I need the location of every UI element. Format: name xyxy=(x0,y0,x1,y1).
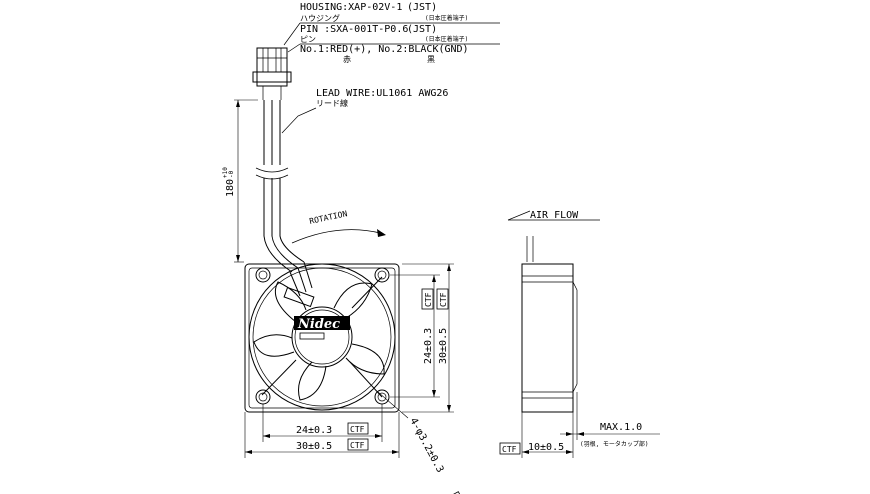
housing-label-jp: ハウジング xyxy=(300,13,340,23)
ctf-mark: CTF xyxy=(350,425,365,434)
lead-wire xyxy=(255,100,305,273)
lead-length-dimension xyxy=(234,99,258,263)
pin-spec: PIN :SXA-001T-P0.6 xyxy=(300,24,408,35)
blade-cup-note-jp: (羽根, モータカップ部) xyxy=(580,440,648,448)
red-label-jp: 赤 xyxy=(343,55,351,64)
lead-length-tol-plus: +10 xyxy=(222,167,229,178)
rotation-arrow xyxy=(291,229,385,244)
mounting-hole xyxy=(374,267,390,283)
mounting-holes-spec: 4-φ3.2±0.3 xyxy=(407,416,445,474)
pin-maker-jp: (日本圧着端子) xyxy=(425,35,468,43)
lead-length-value: 180 xyxy=(225,179,236,197)
housing-maker-jp: (日本圧着端子) xyxy=(425,14,468,22)
wire-color-spec: No.1:RED(+), No.2:BLACK(GND) xyxy=(300,44,469,55)
housing-maker: (JST) xyxy=(407,2,437,13)
vertical-dimensions xyxy=(390,263,454,413)
connector-housing xyxy=(252,47,292,100)
ctf-mark: CTF xyxy=(350,441,365,450)
brand-logo-bg xyxy=(294,316,350,330)
pin-maker: (JST) xyxy=(407,24,437,35)
black-label-jp: 黒 xyxy=(427,55,435,64)
fan-front-view xyxy=(244,261,400,413)
ctf-mark: CTF xyxy=(502,445,517,454)
lead-wire-label-jp: リード線 xyxy=(316,98,348,108)
max-protrusion: MAX.1.0 xyxy=(600,422,642,433)
brand-logo: Nidec xyxy=(297,317,340,332)
pin-label-jp: ピン xyxy=(300,35,316,44)
ctf-mark: CTF xyxy=(424,292,433,307)
lead-length-tol-minus: -0 xyxy=(228,170,235,178)
side-thickness: 10±0.5 xyxy=(528,442,564,453)
label-tag xyxy=(299,332,325,340)
hole-pitch-vertical: 24±0.3 xyxy=(423,328,434,364)
mounting-hole xyxy=(255,267,271,283)
rotation-label: ROTATION xyxy=(309,209,349,226)
horizontal-dimensions xyxy=(244,404,400,458)
frame-size-vertical: 30±0.5 xyxy=(438,328,449,364)
frame-size-horizontal: 30±0.5 xyxy=(296,441,332,452)
mounting-hole xyxy=(255,389,271,405)
air-flow-arrow xyxy=(507,210,531,221)
side-dimensions xyxy=(521,392,660,458)
lead-wire-label: LEAD WIRE:UL1061 AWG26 xyxy=(316,88,448,99)
air-flow-label: AIR FLOW xyxy=(530,210,579,221)
fan-side-view xyxy=(521,236,578,413)
hole-pitch-horizontal: 24±0.3 xyxy=(296,425,332,436)
ctf-mark: CTF xyxy=(439,292,448,307)
housing-spec: HOUSING:XAP-02V-1 xyxy=(300,2,402,13)
